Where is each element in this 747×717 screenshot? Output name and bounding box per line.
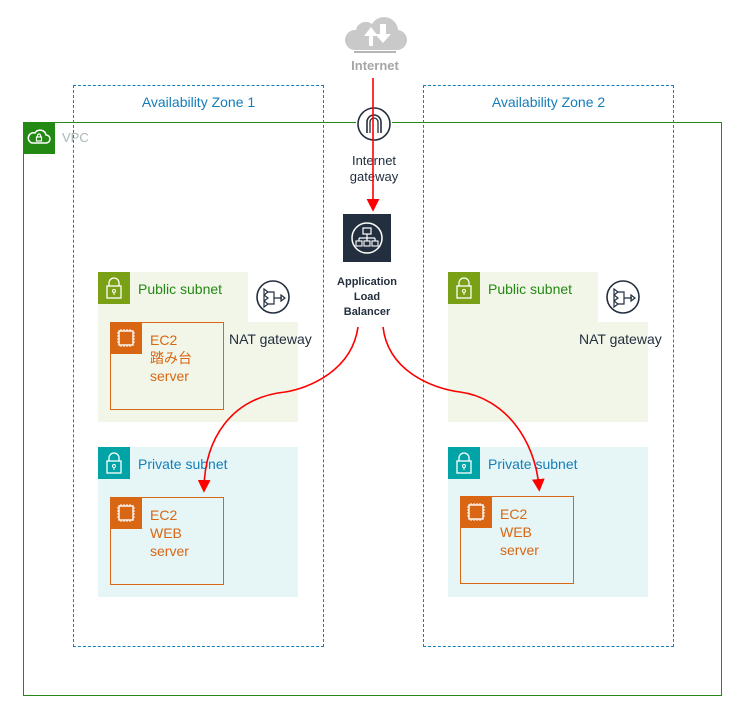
- ec2-line2: WEB: [150, 525, 182, 541]
- load-balancer-icon: [351, 222, 383, 254]
- ec2-chip-icon: [117, 329, 135, 347]
- padlock-icon: [106, 277, 122, 299]
- nat-gateway-icon: [256, 280, 290, 314]
- ec2-badge: [110, 322, 142, 354]
- ec2-line1: EC2: [500, 506, 528, 522]
- ec2-line3: server: [150, 543, 189, 559]
- padlock-icon: [106, 452, 122, 474]
- private-subnet-badge: [448, 447, 480, 479]
- ec2-line3: server: [150, 368, 189, 384]
- public-subnet-badge: [448, 272, 480, 304]
- alb-label: Application Load Balancer: [327, 275, 407, 320]
- internet-gateway-label: Internet gateway: [334, 153, 414, 185]
- vpc-cloud-lock-icon: [27, 129, 51, 144]
- alb-line1: Application: [337, 276, 397, 288]
- private-subnet-label: Private subnet: [488, 456, 578, 472]
- internet-gateway[interactable]: [356, 106, 392, 142]
- vpc-badge: [23, 122, 55, 154]
- padlock-icon: [456, 277, 472, 299]
- public-subnet-badge: [98, 272, 130, 304]
- padlock-icon: [456, 452, 472, 474]
- ec2-line1: EC2: [150, 332, 178, 348]
- alb-line3: Balancer: [343, 306, 391, 318]
- alb-line2: Load: [353, 291, 381, 303]
- ec2-web-label: EC2 WEB server: [150, 506, 189, 560]
- public-subnet-label: Public subnet: [138, 281, 223, 297]
- internet-node[interactable]: [340, 10, 410, 56]
- public-subnet-label: Public subnet: [488, 281, 573, 297]
- vpc-label: VPC: [62, 130, 89, 145]
- application-load-balancer[interactable]: [343, 214, 391, 262]
- internet-gateway-icon: [357, 107, 391, 141]
- ec2-chip-icon: [117, 504, 135, 522]
- availability-zone-2: [423, 85, 674, 647]
- igw-line2: gateway: [349, 169, 399, 184]
- ec2-line3: server: [500, 542, 539, 558]
- nat-gateway-az2[interactable]: [598, 272, 648, 322]
- ec2-line2: WEB: [500, 524, 532, 540]
- ec2-badge: [460, 496, 492, 528]
- arrow-alb-to-web-az1: [197, 326, 359, 493]
- ec2-line1: EC2: [150, 507, 178, 523]
- internet-label: Internet: [351, 58, 399, 73]
- availability-zone-1: [73, 85, 324, 647]
- ec2-chip-icon: [467, 503, 485, 521]
- nat-gateway-label: NAT gateway: [579, 331, 662, 347]
- arrow-alb-to-web-az2: [382, 326, 545, 492]
- ec2-web-server-az1[interactable]: [110, 497, 224, 585]
- cloud-updown-icon: [344, 17, 408, 53]
- ec2-web-server-az2[interactable]: [460, 496, 574, 584]
- igw-line1: Internet: [351, 153, 397, 168]
- private-subnet-badge: [98, 447, 130, 479]
- ec2-web-label: EC2 WEB server: [500, 505, 539, 559]
- ec2-bastion-label: EC2 踏み台 server: [150, 331, 192, 385]
- nat-gateway-az1[interactable]: [248, 272, 298, 322]
- availability-zone-1-label: Availability Zone 1: [141, 94, 256, 110]
- nat-gateway-label: NAT gateway: [229, 331, 312, 347]
- availability-zone-2-label: Availability Zone 2: [491, 94, 606, 110]
- ec2-badge: [110, 497, 142, 529]
- ec2-bastion-server[interactable]: [110, 322, 224, 410]
- ec2-line2: 踏み台: [150, 350, 192, 366]
- nat-gateway-icon: [606, 280, 640, 314]
